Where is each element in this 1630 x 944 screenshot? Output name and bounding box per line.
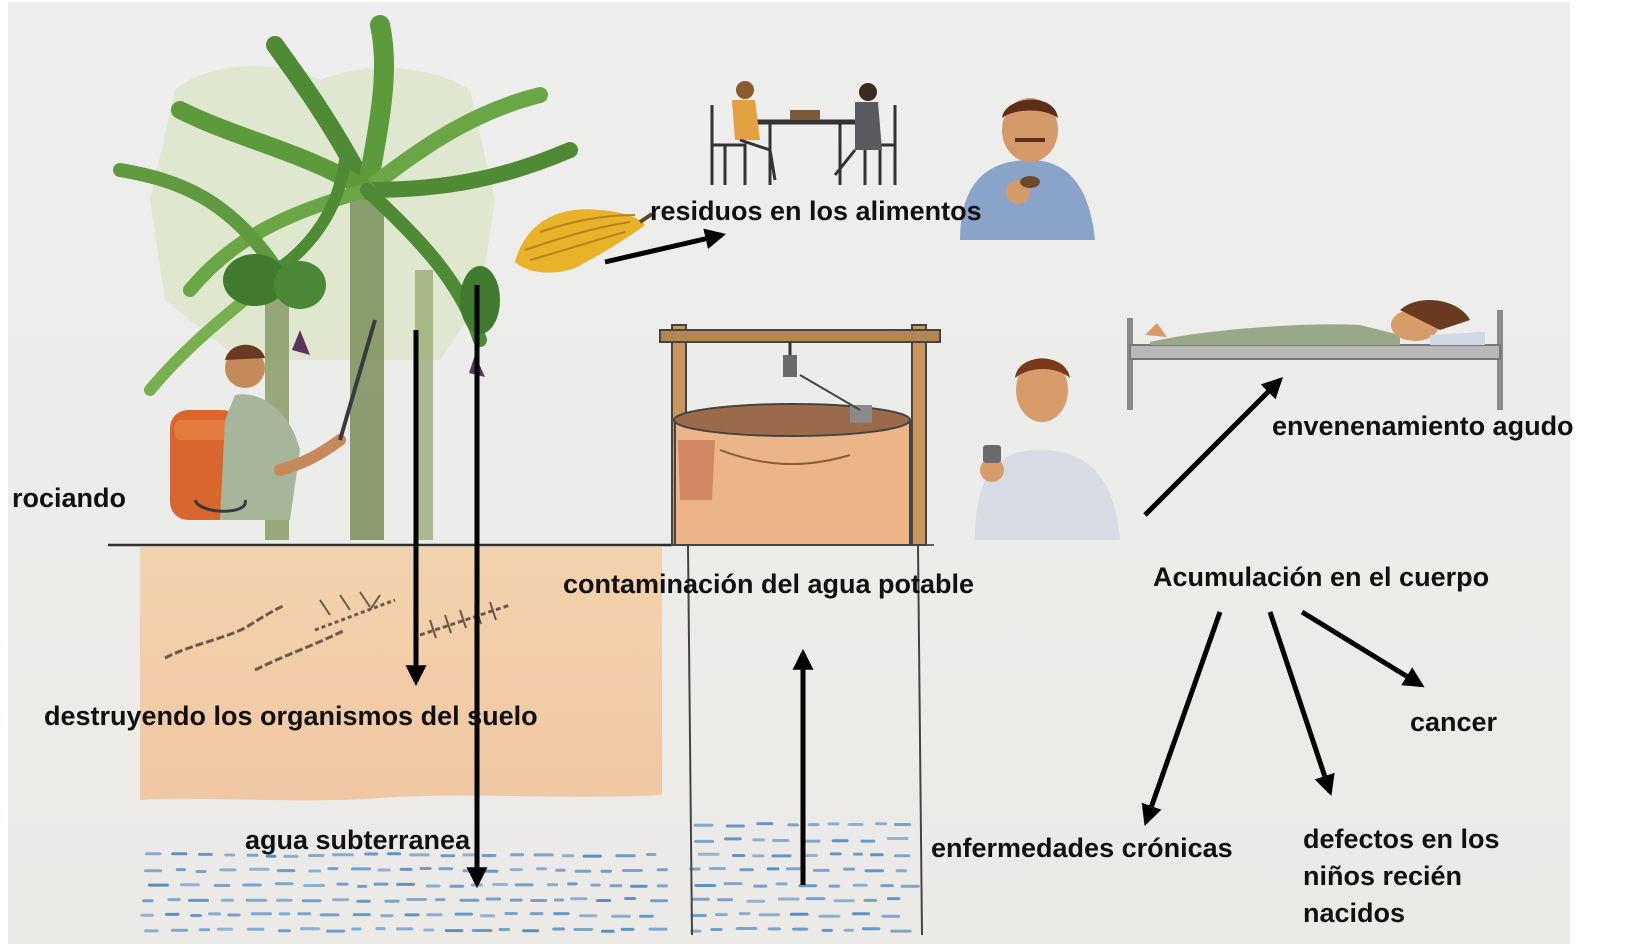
arrow-to-acute-poisoning (1143, 377, 1283, 517)
banana-bunch (515, 209, 654, 273)
arrow-to-chronic-diseases (1141, 611, 1223, 826)
man-drinking (975, 358, 1120, 540)
soil-layer (140, 547, 662, 801)
label-birth-defects-line3: nacidos (1303, 898, 1406, 928)
arrow-to-birth-defects (1267, 611, 1335, 796)
people-eating-at-table (710, 81, 897, 185)
arrow-banana-to-residues (604, 228, 727, 265)
arrow-to-cancer (1300, 609, 1425, 688)
farmer-spraying (170, 319, 377, 520)
label-birth-defects-line1: defectos en los (1303, 824, 1500, 854)
groundwater-pattern (140, 822, 920, 933)
arrows (405, 228, 1425, 889)
label-groundwater: agua subterranea (245, 825, 471, 855)
label-food-residues: residuos en los alimentos (650, 196, 982, 226)
water-well (659, 324, 941, 936)
soil-organisms (164, 591, 511, 672)
label-soil-organisms: destruyendo los organismos del suelo (44, 701, 538, 731)
label-cancer: cancer (1410, 707, 1498, 737)
banana-plants (113, 15, 578, 540)
label-accumulation: Acumulación en el cuerpo (1153, 562, 1490, 592)
man-eating (960, 98, 1095, 240)
label-drinking-water: contaminación del agua potable (563, 569, 975, 599)
label-chronic-diseases: enfermedades crónicas (931, 833, 1233, 863)
label-birth-defects-line2: niños recién (1303, 861, 1463, 891)
label-spraying: rociando (12, 483, 127, 513)
label-acute-poisoning: envenenamiento agudo (1272, 411, 1574, 441)
person-on-bed (1127, 299, 1503, 410)
